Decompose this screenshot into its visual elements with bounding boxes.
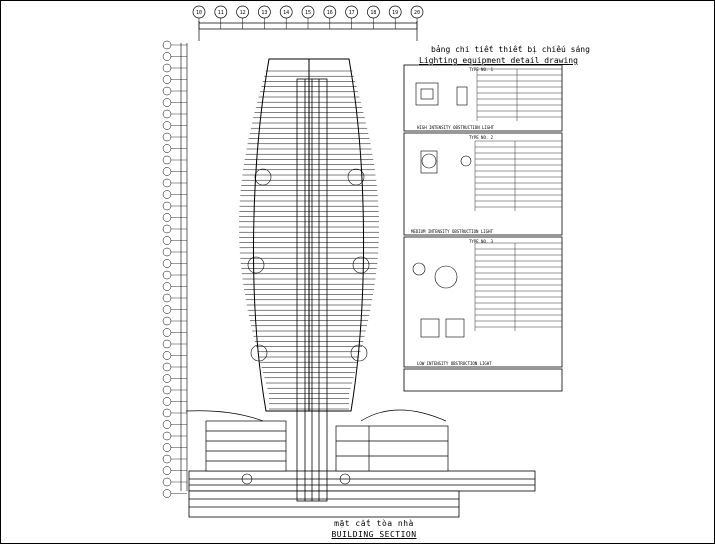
level-mark xyxy=(162,247,187,257)
level-mark xyxy=(162,259,187,268)
level-marks xyxy=(162,40,187,498)
level-mark xyxy=(162,178,187,188)
podium-left xyxy=(185,410,287,472)
level-mark xyxy=(162,155,187,165)
level-mark xyxy=(162,489,187,498)
grid-bubble-16: 16 xyxy=(323,5,337,29)
level-mark xyxy=(162,40,187,50)
level-mark xyxy=(162,213,187,222)
level-mark xyxy=(162,328,187,337)
grid-label-10: 10 xyxy=(196,10,202,16)
level-mark xyxy=(162,339,187,349)
grid-label-18: 18 xyxy=(370,10,376,16)
level-mark xyxy=(162,190,187,199)
level-mark xyxy=(162,132,187,142)
level-mark xyxy=(162,351,187,360)
legend-panel-2-header: TYPE NO. 2 xyxy=(469,135,494,140)
grid-label-14: 14 xyxy=(283,10,289,16)
grid-bubble-12: 12 xyxy=(236,5,249,29)
legend-panel-3-footer: LOW INTENSITY OBSTRUCTION LIGHT xyxy=(417,361,492,366)
podium-right xyxy=(335,409,449,472)
level-mark xyxy=(162,316,187,326)
level-mark xyxy=(162,109,187,119)
detail-callouts xyxy=(241,168,370,485)
level-mark xyxy=(162,86,187,96)
legend-title-en: Lighting equipment detail drawing xyxy=(419,56,578,65)
level-axis-left xyxy=(180,43,188,491)
grid-label-12: 12 xyxy=(240,10,246,16)
grid-label-17: 17 xyxy=(349,10,355,16)
grid-label-15: 15 xyxy=(305,10,311,16)
legend-title-vn: bảng chi tiết thiết bị chiếu sáng xyxy=(431,45,590,54)
level-mark xyxy=(162,270,187,280)
tower-core xyxy=(296,78,328,502)
grid-bubble-10: 10 xyxy=(192,5,206,29)
caption-vn: mặt cắt tòa nhà xyxy=(334,519,414,528)
grid-bubble-14: 14 xyxy=(279,5,293,29)
level-mark xyxy=(162,466,187,475)
level-mark xyxy=(162,454,187,464)
level-mark xyxy=(162,167,187,176)
grid-label-11: 11 xyxy=(218,10,224,16)
grid-label-19: 19 xyxy=(392,10,398,16)
grid-label-16: 16 xyxy=(327,10,333,16)
level-mark xyxy=(162,420,187,429)
level-mark xyxy=(162,236,187,245)
level-mark xyxy=(162,385,187,395)
level-mark xyxy=(162,293,187,303)
grid-bubble-11: 11 xyxy=(214,5,228,29)
level-mark xyxy=(162,397,187,406)
caption-en: BUILDING SECTION xyxy=(331,530,417,539)
grid-bubbles: 10 11 12 13 14 15 16 17 18 19 20 xyxy=(192,5,424,29)
grid-bubble-13: 13 xyxy=(258,5,271,29)
grid-bubble-20: 20 xyxy=(410,5,424,29)
grid-bubble-17: 17 xyxy=(345,5,358,29)
level-mark xyxy=(162,63,187,73)
level-mark xyxy=(162,98,187,107)
grid-bubble-15: 15 xyxy=(301,5,315,29)
legend-panel-3-header: TYPE NO. 3 xyxy=(469,239,494,244)
level-mark xyxy=(162,201,187,211)
level-mark xyxy=(162,52,187,61)
level-mark xyxy=(162,224,187,234)
level-mark xyxy=(162,408,187,418)
level-mark xyxy=(162,374,187,383)
level-mark xyxy=(162,477,187,487)
basement xyxy=(188,470,536,518)
legend-frame xyxy=(403,64,563,392)
level-mark xyxy=(162,282,187,291)
grid-label-20: 20 xyxy=(414,10,420,16)
level-mark xyxy=(162,431,187,441)
tower-outline xyxy=(253,58,365,412)
level-mark xyxy=(162,305,187,314)
legend-details xyxy=(412,82,472,338)
grid-bubble-19: 19 xyxy=(388,5,402,29)
level-mark xyxy=(162,144,187,153)
level-mark xyxy=(162,75,187,84)
level-mark xyxy=(162,121,187,130)
legend-panel-2-footer: MEDIUM INTENSITY OBSTRUCTION LIGHT xyxy=(411,229,493,234)
level-mark xyxy=(162,362,187,372)
grid-label-13: 13 xyxy=(261,10,267,16)
legend-panel-1-header: TYPE NO. 1 xyxy=(469,67,494,72)
legend-rows xyxy=(474,68,562,331)
grid-bubble-18: 18 xyxy=(367,5,380,29)
level-mark xyxy=(162,443,187,452)
legend-panel-1-footer: HIGH INTENSITY OBSTRUCTION LIGHT xyxy=(417,125,495,130)
